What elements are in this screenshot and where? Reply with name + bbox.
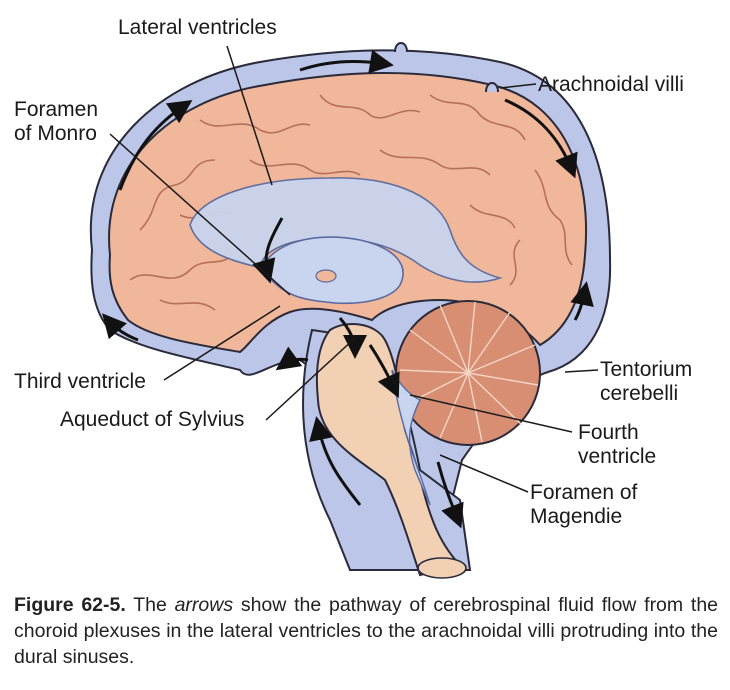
label-foramen-of-monro-line1: Foramen <box>14 98 99 121</box>
label-fourth-line2: ventricle <box>578 445 657 468</box>
spinal-cord-cut <box>417 557 467 579</box>
fourth-ventricle <box>391 369 431 506</box>
caption-figure-number: Figure 62-5. <box>14 594 126 616</box>
label-foramen-of-monro: Foramen of Monro <box>14 98 98 146</box>
leader-lines <box>109 45 599 493</box>
brain-diagram <box>89 42 612 579</box>
figure-caption: Figure 62-5. The arrows show the pathway… <box>14 592 718 670</box>
caption-pre: The <box>125 594 175 616</box>
diagram-stage: Lateral ventricles Arachnoidal villi For… <box>14 16 692 579</box>
label-foramen-of-magendie: Foramen of Magendie <box>530 481 637 529</box>
label-magendie-line2: Magendie <box>530 505 623 528</box>
label-lateral-ventricles: Lateral ventricles <box>118 16 277 39</box>
label-foramen-of-monro-line2: of Monro <box>14 122 97 145</box>
gyri-lines <box>129 94 573 311</box>
label-fourth-line1: Fourth <box>578 421 639 444</box>
csf-flow-arrows <box>102 49 594 529</box>
label-aqueduct-of-sylvius: Aqueduct of Sylvius <box>60 408 245 431</box>
label-third-ventricle: Third ventricle <box>14 370 146 393</box>
caption-emphasis: arrows <box>174 594 234 616</box>
caption-text: show the pathway of cerebrospinal fluid … <box>14 594 719 668</box>
label-tentorium-line2: cerebelli <box>600 382 679 405</box>
third-ventricle <box>261 236 404 305</box>
label-tentorium-line1: Tentorium <box>600 358 693 381</box>
interthalamic-adhesion <box>315 269 337 283</box>
arachnoidal-villus-right <box>485 82 499 93</box>
label-fourth-ventricle: Fourth ventricle <box>578 421 656 469</box>
arachnoidal-villus-top <box>394 42 408 53</box>
label-magendie-line1: Foramen of <box>530 481 638 504</box>
label-tentorium-cerebelli: Tentorium cerebelli <box>600 358 692 406</box>
label-arachnoidal-villi: Arachnoidal villi <box>538 73 684 96</box>
